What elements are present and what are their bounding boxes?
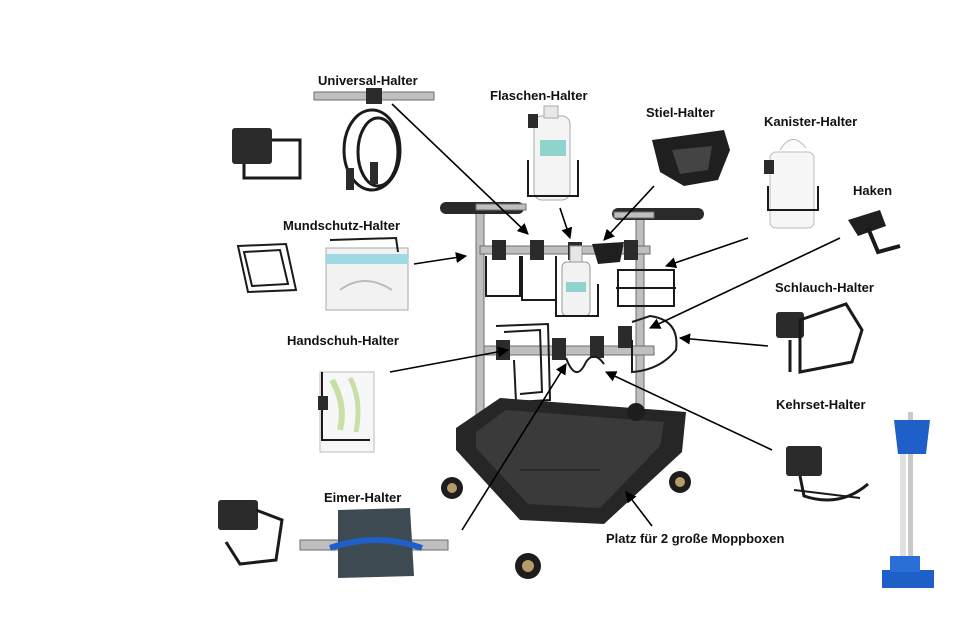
canister-holder-label: Kanister-Halter <box>764 114 858 129</box>
mask-holder-product <box>236 236 409 311</box>
canister-holder-product <box>764 139 819 229</box>
callout-arrows <box>389 103 841 531</box>
wall-holder-product <box>232 128 302 180</box>
hose-holder-label: Schlauch-Halter <box>775 280 874 295</box>
mask-holder-label: Mundschutz-Halter <box>283 218 400 233</box>
handle-holder-label: Stiel-Halter <box>646 105 715 120</box>
hook-product <box>848 210 901 255</box>
glove-holder-product <box>318 371 375 453</box>
standing-sweep-set <box>882 412 934 588</box>
handle-holder-product <box>652 130 730 186</box>
glove-holder-label: Handschuh-Halter <box>287 333 399 348</box>
hose-holder-product <box>776 302 864 374</box>
bottle-holder-product <box>527 105 579 201</box>
bottle-holder-label: Flaschen-Halter <box>490 88 588 103</box>
mop-box-space-label: Platz für 2 große Moppboxen <box>606 531 785 546</box>
sweep-set-holder-product <box>786 446 869 502</box>
universal-holder-product <box>313 88 435 192</box>
sweep-set-holder-label: Kehrset-Halter <box>776 397 866 412</box>
cleaning-cart <box>440 202 704 579</box>
universal-holder-label: Universal-Halter <box>318 73 418 88</box>
bucket-holder-label: Eimer-Halter <box>324 490 402 505</box>
bucket-holder-product <box>218 500 449 578</box>
hook-label: Haken <box>853 183 893 198</box>
